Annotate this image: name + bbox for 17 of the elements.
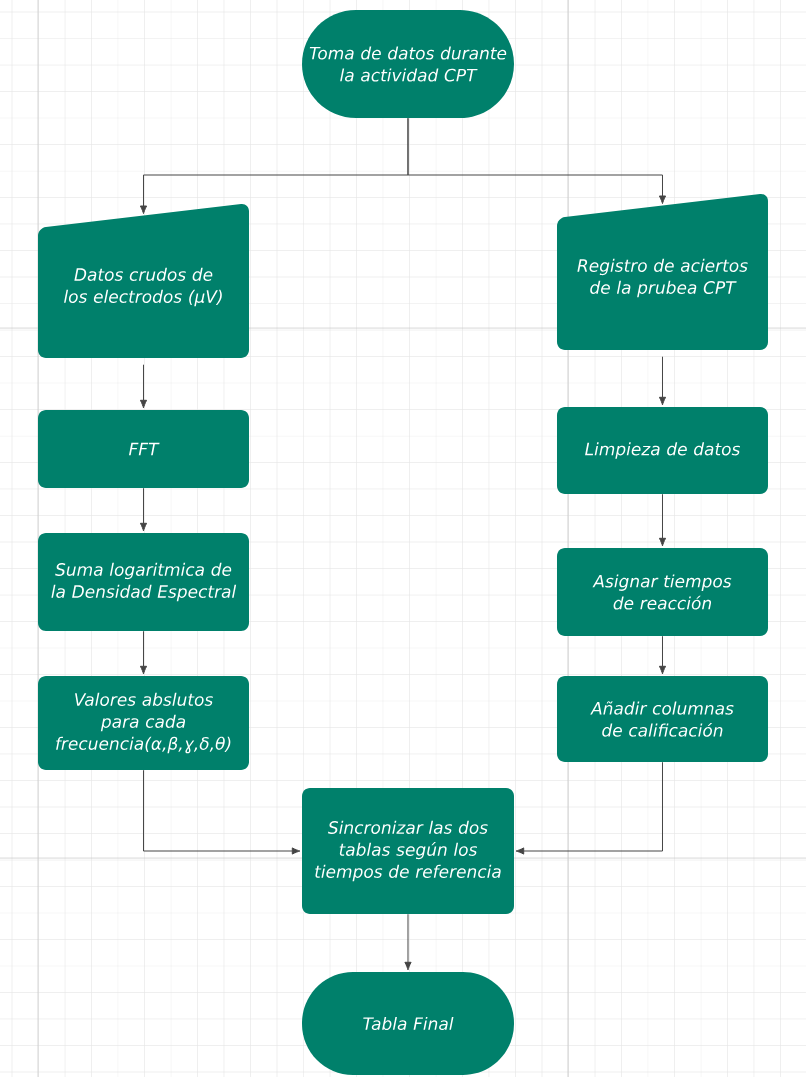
arrow <box>404 913 412 971</box>
process-box: Valores abslutos para cada frecuencia(α,β,ɣ,δ,θ) <box>38 676 249 770</box>
arrow <box>143 769 301 855</box>
process-box: Asignar tiempos de reacción <box>557 548 768 636</box>
arrow <box>658 635 667 675</box>
arrow <box>658 356 667 406</box>
arrow <box>515 761 663 855</box>
arrow <box>407 117 667 205</box>
process-box: Suma logaritmica de la Densidad Espectral <box>38 533 249 631</box>
process-box: Añadir columnas de calificación <box>557 676 768 762</box>
arrow <box>139 630 148 675</box>
arrow <box>658 493 667 547</box>
process-box: FFT <box>38 410 249 488</box>
arrow <box>139 364 148 409</box>
process-box: Limpieza de datos <box>557 407 768 494</box>
process-box: Sincronizar las dos tablas según los tiempos de referencia <box>302 788 514 914</box>
arrow <box>139 487 148 532</box>
